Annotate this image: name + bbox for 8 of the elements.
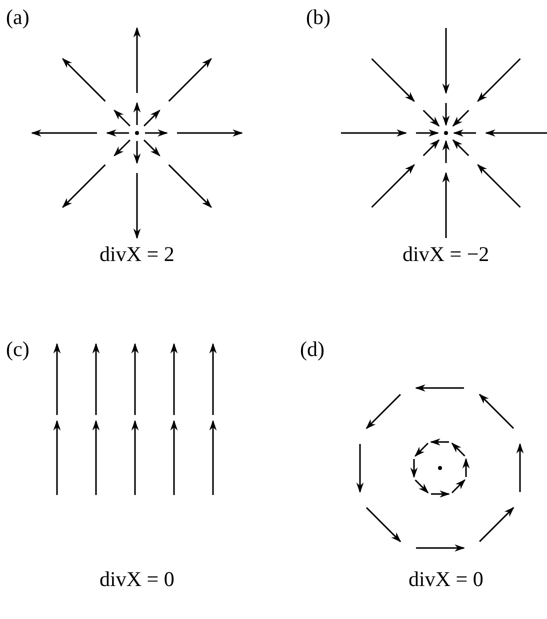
- divergence-equation: divX = 0: [408, 568, 484, 592]
- divergence-equation: divX = 2: [100, 243, 174, 266]
- panel-label: (c): [6, 338, 30, 362]
- panel-label: (b): [306, 6, 330, 30]
- divergence-equation: divX = −2: [402, 243, 490, 266]
- divergence-equation: divX = 0: [100, 568, 174, 592]
- panel-label: (a): [6, 6, 30, 30]
- panel-label: (d): [300, 338, 324, 362]
